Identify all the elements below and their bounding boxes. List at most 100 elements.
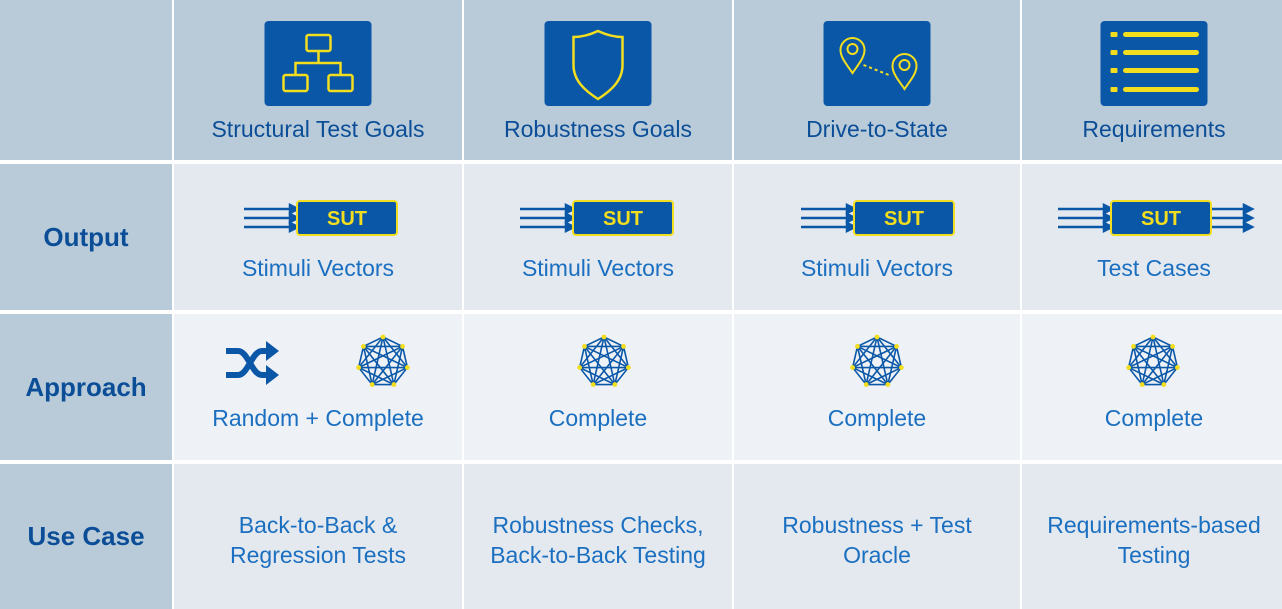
graph-node bbox=[391, 382, 397, 387]
graph-edge bbox=[865, 345, 898, 386]
use-case-line: Oracle bbox=[843, 542, 911, 568]
graph-edge bbox=[579, 345, 624, 369]
use-case-text: Requirements-based Testing bbox=[1022, 510, 1282, 570]
graph-edge bbox=[603, 336, 629, 369]
graph-edge bbox=[362, 346, 373, 385]
graph-edge bbox=[876, 336, 902, 369]
graph-edge bbox=[371, 366, 408, 386]
use-case-text: Back-to-Back & Regression Tests bbox=[174, 510, 462, 570]
graph-edge bbox=[1163, 346, 1174, 385]
corner-cell bbox=[0, 0, 172, 160]
graph-edge bbox=[382, 336, 408, 369]
graph-edge bbox=[592, 336, 605, 385]
graph-edge bbox=[622, 346, 630, 368]
graph-node bbox=[1170, 344, 1175, 349]
graph-edge bbox=[1132, 345, 1165, 386]
graph-edge bbox=[358, 366, 395, 386]
graph-edge bbox=[1133, 345, 1178, 369]
graph-edge bbox=[857, 345, 902, 369]
output-cell: SUT Stimuli Vectors bbox=[464, 164, 732, 310]
approach-label: Complete bbox=[548, 405, 648, 431]
graph-edge bbox=[603, 336, 624, 348]
graph-edge bbox=[1171, 346, 1179, 368]
graph-node bbox=[1174, 365, 1180, 370]
list-icon bbox=[1100, 21, 1208, 106]
graph-node bbox=[1131, 344, 1136, 349]
graph-edge bbox=[584, 336, 605, 348]
approach-cell: Complete bbox=[734, 314, 1020, 460]
graph-edge bbox=[851, 346, 859, 368]
graph-edge bbox=[1152, 336, 1165, 385]
graph-node bbox=[380, 334, 386, 340]
sut-inputs-diagram: SUT bbox=[520, 200, 674, 236]
graph-node bbox=[361, 344, 366, 349]
graph-node bbox=[590, 382, 596, 387]
use-case-cell: Robustness + Test Oracle bbox=[734, 464, 1020, 609]
graph-edge bbox=[583, 345, 616, 386]
graph-edge bbox=[592, 345, 625, 386]
location-pins-icon bbox=[823, 21, 931, 106]
use-case-text: Robustness Checks, Back-to-Back Testing bbox=[464, 510, 732, 570]
graph-edge bbox=[852, 367, 867, 386]
sut-inputs-diagram: SUT bbox=[801, 200, 955, 236]
complete-graph-icon bbox=[577, 334, 631, 387]
graph-edge bbox=[857, 336, 878, 348]
approach-cell: Random + Complete bbox=[174, 314, 462, 460]
column-header-robustness: Robustness Goals bbox=[464, 0, 732, 160]
graph-edge bbox=[852, 345, 897, 369]
graph-edge bbox=[578, 346, 586, 368]
graph-edge bbox=[1128, 345, 1173, 369]
graph-edge bbox=[579, 336, 605, 369]
graph-edge bbox=[614, 367, 629, 386]
graph-node bbox=[400, 344, 405, 349]
graph-edge bbox=[382, 336, 395, 385]
graph-node bbox=[582, 344, 587, 349]
graph-node bbox=[577, 365, 583, 370]
graph-edge bbox=[393, 367, 408, 386]
column-title: Robustness Goals bbox=[504, 116, 692, 142]
graph-node bbox=[369, 382, 375, 387]
graph-node bbox=[404, 365, 410, 370]
graph-edge bbox=[852, 336, 878, 369]
graph-edge bbox=[876, 336, 889, 385]
shield-icon bbox=[544, 21, 652, 106]
graph-edge bbox=[357, 346, 365, 368]
approach-label: Random + Complete bbox=[212, 405, 424, 431]
graph-edge bbox=[579, 366, 616, 386]
sut-inputs-diagram: SUT bbox=[244, 200, 398, 236]
graph-node bbox=[874, 334, 880, 340]
sut-label: SUT bbox=[603, 208, 643, 230]
graph-node bbox=[356, 365, 362, 370]
graph-edge bbox=[371, 336, 384, 385]
graph-edge bbox=[1141, 366, 1178, 386]
graph-node bbox=[850, 365, 856, 370]
graph-edge bbox=[382, 336, 403, 348]
graph-node bbox=[863, 382, 869, 387]
graph-edge bbox=[1152, 336, 1178, 369]
graph-edge bbox=[363, 336, 384, 348]
output-cell: SUT Test Cases bbox=[1022, 164, 1282, 310]
graph-node bbox=[1126, 365, 1132, 370]
graph-node bbox=[894, 344, 899, 349]
use-case-line: Robustness Checks, bbox=[492, 512, 704, 538]
column-header-structural: Structural Test Goals bbox=[174, 0, 462, 160]
graph-edge bbox=[1128, 367, 1143, 386]
approach-cell: Complete bbox=[1022, 314, 1282, 460]
complete-graph-icon bbox=[1126, 334, 1180, 387]
graph-edge bbox=[363, 345, 408, 369]
column-header-drive-to-state: Drive-to-State bbox=[734, 0, 1020, 160]
graph-edge bbox=[1152, 336, 1173, 348]
graph-edge bbox=[1141, 345, 1174, 386]
graph-edge bbox=[887, 346, 898, 385]
graph-edge bbox=[1163, 367, 1178, 386]
use-case-line: Testing bbox=[1117, 542, 1191, 568]
use-case-line: Robustness + Test bbox=[782, 512, 972, 538]
graph-edge bbox=[358, 367, 373, 386]
row-label-text: Use Case bbox=[27, 521, 145, 551]
row-label-approach: Approach bbox=[0, 314, 172, 460]
graph-edge bbox=[865, 336, 878, 385]
graph-edge bbox=[362, 345, 395, 386]
graph-edge bbox=[579, 367, 594, 386]
graph-edge bbox=[401, 346, 409, 368]
graph-edge bbox=[1141, 336, 1154, 385]
